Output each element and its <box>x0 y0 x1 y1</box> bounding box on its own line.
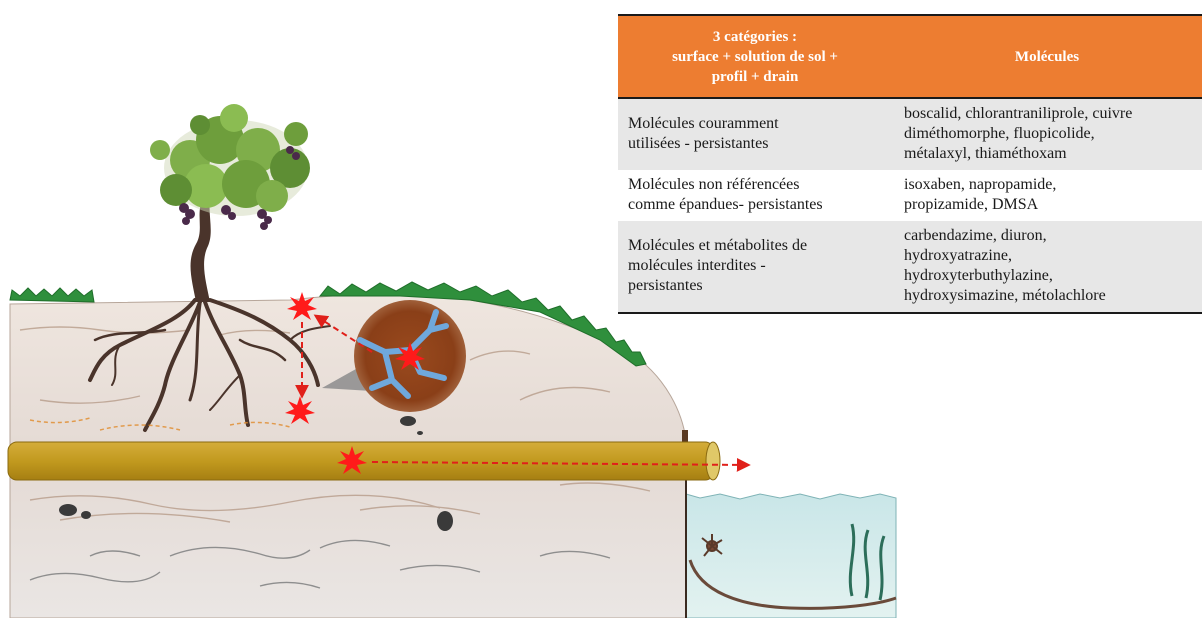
contamination-burst-inset <box>395 342 425 370</box>
contamination-burst-surface <box>287 292 317 320</box>
header-molecules: Molécules <box>892 14 1202 99</box>
table-row: Molécules non référencées comme épandues… <box>618 170 1202 221</box>
molecules-cell: isoxaben, napropamide, propizamide, DMSA <box>892 170 1202 221</box>
aquatic-plants <box>848 523 886 601</box>
molecules-table: 3 catégories : surface + solution de sol… <box>618 14 1202 314</box>
vine-canopy <box>150 104 310 216</box>
table-row: Molécules couramment utilisées - persist… <box>618 98 1202 170</box>
header-categories: 3 catégories : surface + solution de sol… <box>618 14 892 99</box>
vine-roots <box>88 298 331 432</box>
vine-trunk <box>190 200 211 302</box>
contamination-burst-drain <box>337 446 367 474</box>
orange-root-traces <box>29 417 291 431</box>
drain-outlet-post <box>682 430 688 444</box>
grass-right <box>318 281 647 367</box>
category-cell: Molécules et métabolites de molécules in… <box>618 221 892 314</box>
pebbles <box>59 416 453 531</box>
table-row: Molécules et métabolites de molécules in… <box>618 221 1202 314</box>
molecules-cell: boscalid, chlorantraniliprole, cuivre di… <box>892 98 1202 170</box>
arrow-drain-to-outlet <box>371 457 751 472</box>
aquatic-creature <box>701 534 723 557</box>
category-cell: Molécules couramment utilisées - persist… <box>618 98 892 170</box>
drain-pipe-outlet <box>705 441 721 481</box>
stone-layer <box>29 539 611 589</box>
contamination-burst-profile <box>285 396 315 424</box>
water-basin <box>685 493 897 618</box>
flow-arrows <box>295 314 751 472</box>
grape-clusters <box>179 146 300 230</box>
basin-bottom <box>688 559 897 610</box>
molecules-cell: carbendazime, diuron, hydroxyatrazine, h… <box>892 221 1202 314</box>
arrow-inset-to-surface <box>313 314 373 353</box>
grass-left <box>9 287 95 303</box>
table-header-row: 3 catégories : surface + solution de sol… <box>618 14 1202 99</box>
category-cell: Molécules non référencées comme épandues… <box>618 170 892 221</box>
